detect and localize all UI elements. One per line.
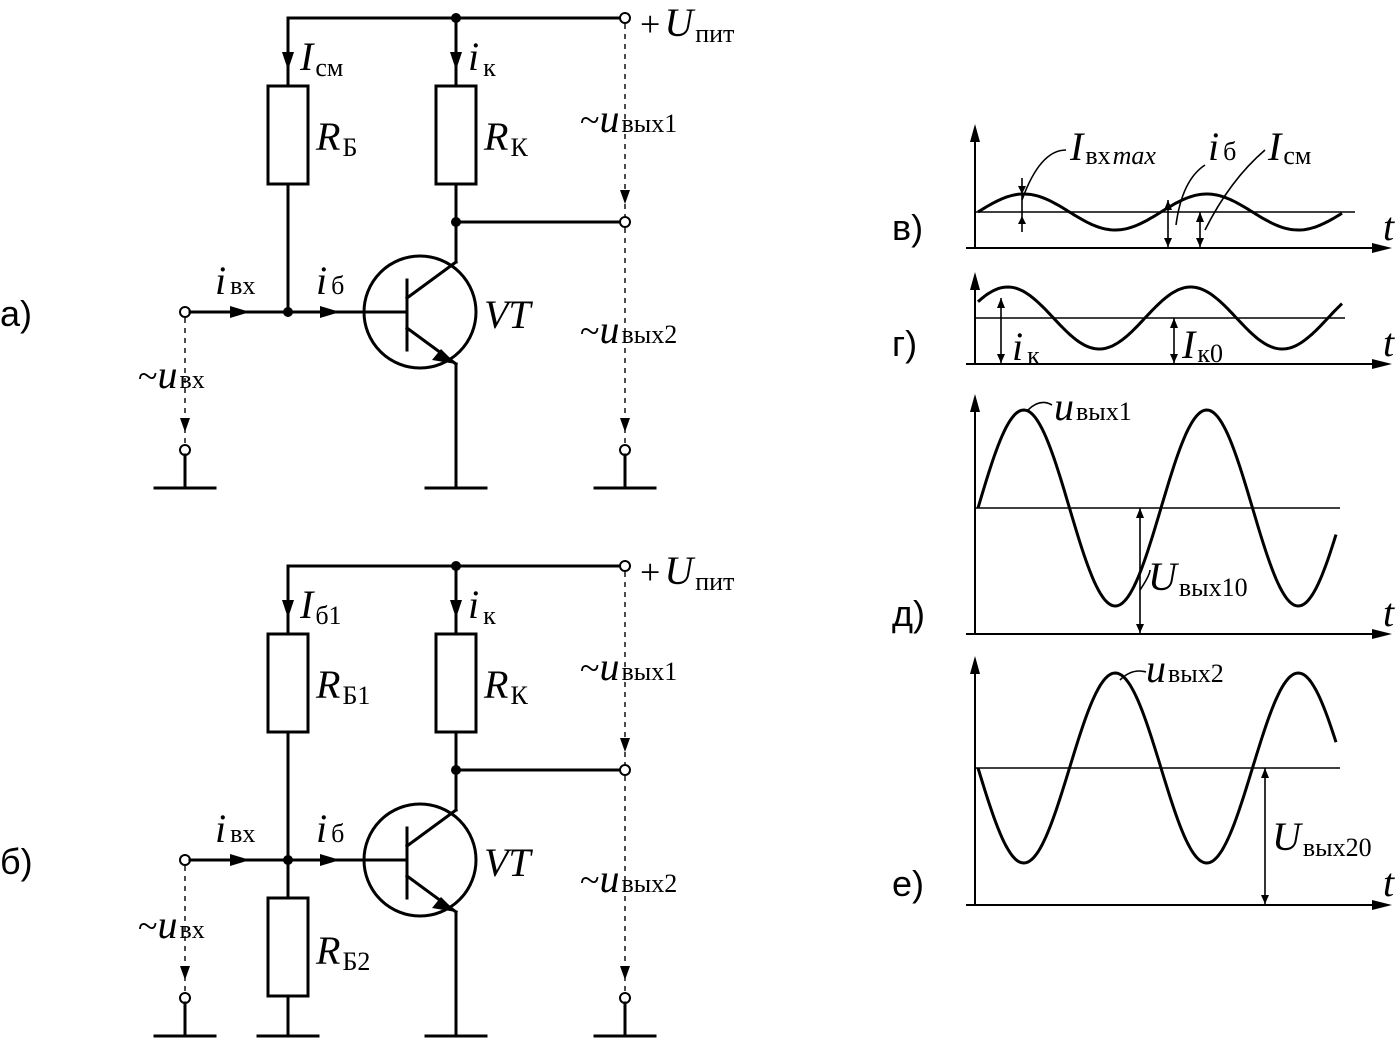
output2-label-a: ~uвых2 [580,307,677,352]
label-uout2-graph: uвых2 [1146,646,1224,691]
graph-v-axis: t [1383,204,1395,249]
graph-d-axis: t [1383,590,1395,635]
resistor-rk-b [434,632,478,734]
output1-label-a: ~uвых1 [580,96,677,141]
label-uout20-graph: Uвых20 [1272,814,1372,862]
waveform-ib [977,192,1343,232]
waveform-uout2 [976,671,1338,865]
supply-label-a: +Uпит [640,0,734,48]
output-terminal-b [619,764,631,776]
label-i-bias-graph: Iсм [1267,124,1311,170]
output-terminal-a [619,216,631,228]
input-voltage-label-b: ~uвх [138,902,205,947]
transistor-vt-b [362,802,478,918]
graph-e-axis: t [1383,860,1395,905]
waveform-ik [976,285,1344,351]
bias-current-label-a: Iсм [299,34,343,82]
transistor-label-a: VT [484,292,533,337]
rb1-label-b: RБ1 [315,662,370,710]
bias-current-label-b: Iб1 [299,582,342,630]
resistor-rb1-b [266,632,310,734]
circuit-b-tag: б) [0,841,33,882]
resistor-rk-a [434,84,478,186]
graph-e-tag: е) [892,863,924,904]
supply-terminal-b [619,560,631,572]
rb-label-a: RБ [315,114,357,162]
label-uout1-graph: uвых1 [1054,384,1132,429]
label-i-in-max: Iвхmax [1069,124,1156,170]
resistor-rb2-b [266,896,310,998]
rk-label-a: RК [483,114,528,162]
graph-d: д) t uвых1 Uвых10 [892,384,1395,639]
label-uout10-graph: Uвых10 [1148,554,1248,602]
graph-e: е) t uвых2 Uвых20 [892,646,1395,910]
graph-d-tag: д) [892,593,925,634]
graph-g-tag: г) [892,323,917,364]
output2-label-b: ~uвых2 [580,856,677,901]
circuit-a-tag: а) [0,293,32,334]
resistor-rb-a [266,84,310,186]
transistor-label-b: VT [484,840,533,885]
label-ik0-graph: Iк0 [1181,322,1223,368]
output1-label-b: ~uвых1 [580,644,677,689]
graph-g-axis: t [1383,320,1395,365]
supply-terminal-a [619,12,631,24]
rk-label-b: RК [483,662,528,710]
waveform-uout1 [976,408,1338,608]
rb2-label-b: RБ2 [315,928,370,976]
transistor-vt-a [362,254,478,370]
supply-label-b: +Uпит [640,548,734,596]
graph-v-tag: в) [892,207,923,248]
input-voltage-label-a: ~uвх [138,352,205,397]
